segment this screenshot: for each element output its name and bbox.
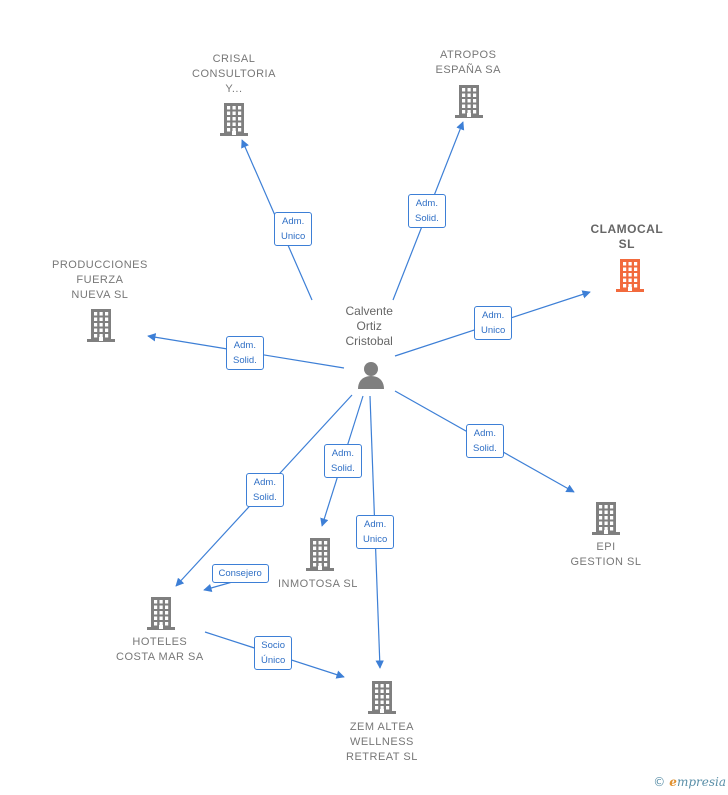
building-icon-clamocal[interactable] <box>615 257 645 298</box>
relation-label-inmotosa-hoteles: Consejero <box>211 563 269 583</box>
relation-label-person-atropos: Adm. Solid. <box>408 194 446 228</box>
company-name-crisal[interactable]: CRISAL CONSULTORIA Y... <box>192 52 276 95</box>
building-icon-atropos[interactable] <box>454 83 484 124</box>
building-icon-crisal[interactable] <box>219 101 249 142</box>
company-name-clamocal[interactable]: CLAMOCAL SL <box>590 222 664 251</box>
building-icon-epi[interactable] <box>591 500 621 541</box>
relation-label-person-clamocal: Adm. Unico <box>474 306 513 340</box>
building-icon-zem[interactable] <box>367 679 397 720</box>
person-name[interactable]: Calvente Ortiz Cristobal <box>345 303 393 348</box>
copyright-symbol: © <box>653 775 666 789</box>
company-name-zem[interactable]: ZEM ALTEA WELLNESS RETREAT SL <box>346 720 418 763</box>
relation-label-hoteles-zem: Socio Único <box>254 636 293 670</box>
relation-label-person-inmotosa: Adm. Solid. <box>324 444 362 478</box>
company-name-producciones[interactable]: PRODUCCIONES FUERZA NUEVA SL <box>52 258 148 301</box>
building-icon-producciones[interactable] <box>86 307 116 348</box>
building-icon-inmotosa[interactable] <box>305 536 335 577</box>
relation-label-person-hoteles: Adm. Solid. <box>246 473 284 507</box>
company-name-atropos[interactable]: ATROPOS ESPAÑA SA <box>435 49 501 76</box>
company-name-hoteles[interactable]: HOTELES COSTA MAR SA <box>116 636 204 663</box>
brand-initial: e <box>669 775 677 789</box>
relation-label-person-producciones: Adm. Solid. <box>226 336 264 370</box>
brand-name: mpresia <box>676 775 726 789</box>
company-name-inmotosa[interactable]: INMOTOSA SL <box>278 577 358 590</box>
relation-label-person-crisal: Adm. Unico <box>274 212 313 246</box>
company-name-epi[interactable]: EPI GESTION SL <box>570 541 642 568</box>
relation-label-person-epi: Adm. Solid. <box>466 424 504 458</box>
building-icon-hoteles[interactable] <box>146 595 176 636</box>
person-icon[interactable] <box>356 361 386 394</box>
empresia-watermark: ©empresia <box>653 775 726 789</box>
relation-label-person-zem: Adm. Unico <box>356 515 395 549</box>
